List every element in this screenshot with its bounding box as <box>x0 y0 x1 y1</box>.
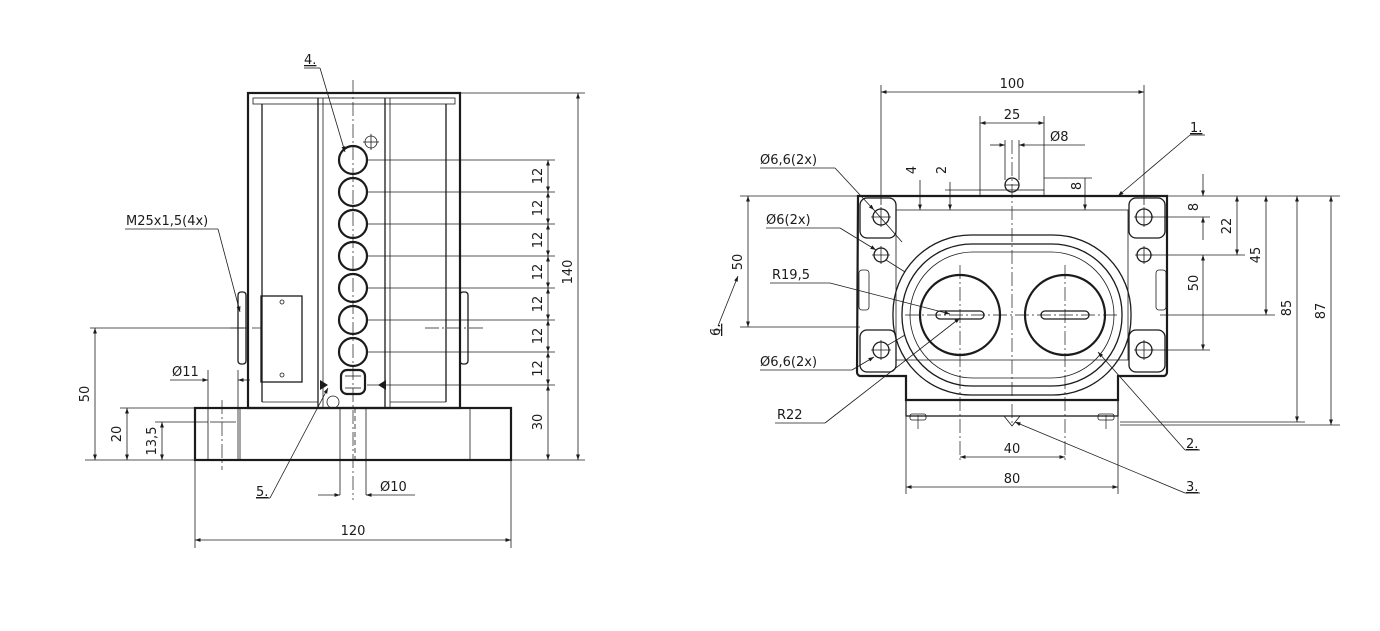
mount-hole-bl <box>871 340 891 360</box>
dim-22: 22 <box>1220 218 1235 235</box>
bottom-button <box>339 368 367 396</box>
dim-120: 120 <box>341 524 366 539</box>
dim-2: 2 <box>935 166 950 174</box>
dim-8-top: 8 <box>1070 182 1085 190</box>
dim-140: 140 <box>561 260 576 285</box>
mount-hole-tl <box>871 207 891 227</box>
dim-13-5: 13,5 <box>145 427 160 456</box>
dim-pitch-2: 12 <box>531 200 546 217</box>
symbol-circle-bottom <box>326 395 340 409</box>
dim-50-left: 50 <box>78 386 93 403</box>
dim-87: 87 <box>1314 303 1329 320</box>
label-r19-5: R19,5 <box>772 268 810 283</box>
dim-pitch-1: 12 <box>531 168 546 185</box>
dim-pitch-3: 12 <box>531 232 546 249</box>
dim-80: 80 <box>1004 472 1021 487</box>
housing-body <box>246 91 462 410</box>
pitch-dimensions: 12 12 12 12 12 12 12 <box>367 159 555 386</box>
dim-d11: Ø11 <box>172 365 199 380</box>
dim-d8: Ø8 <box>1050 130 1069 145</box>
dim-50-front: 50 <box>731 254 746 271</box>
right-view: 100 25 Ø8 4 2 8 8 22 <box>709 77 1340 495</box>
callout-2: 2. <box>1186 437 1198 452</box>
dim-pitch-7: 12 <box>531 360 546 377</box>
dim-25: 25 <box>1004 108 1021 123</box>
callout-6: 6. <box>709 324 724 336</box>
dim-45: 45 <box>1249 247 1264 264</box>
dim-pitch-5: 12 <box>531 296 546 313</box>
dim-d10: Ø10 <box>380 480 407 495</box>
dim-30: 30 <box>531 414 546 431</box>
dim-40: 40 <box>1004 442 1021 457</box>
dim-85: 85 <box>1280 300 1295 317</box>
pin-hole-left <box>872 246 890 264</box>
dim-4: 4 <box>905 166 920 174</box>
callout-5: 5. <box>256 485 268 500</box>
label-plate <box>260 295 303 383</box>
callout-1: 1. <box>1190 121 1202 136</box>
dim-20: 20 <box>110 426 125 443</box>
dim-50-right: 50 <box>1187 275 1202 292</box>
thread-label: M25x1,5(4x) <box>126 214 208 229</box>
label-r22: R22 <box>777 408 803 423</box>
dim-pitch-4: 12 <box>531 264 546 281</box>
label-hole-6: Ø6(2x) <box>766 213 811 228</box>
dim-100: 100 <box>1000 77 1025 92</box>
label-hole-66-top: Ø6,6(2x) <box>760 153 817 168</box>
label-hole-66-bottom: Ø6,6(2x) <box>760 355 817 370</box>
left-view: 140 30 12 12 12 12 12 12 12 120 50 20 13,5 Ø11 <box>78 53 585 548</box>
dim-pitch-6: 12 <box>531 328 546 345</box>
callout-4: 4. <box>304 53 316 68</box>
dim-8-right: 8 <box>1187 203 1202 211</box>
callout-3: 3. <box>1186 480 1198 495</box>
